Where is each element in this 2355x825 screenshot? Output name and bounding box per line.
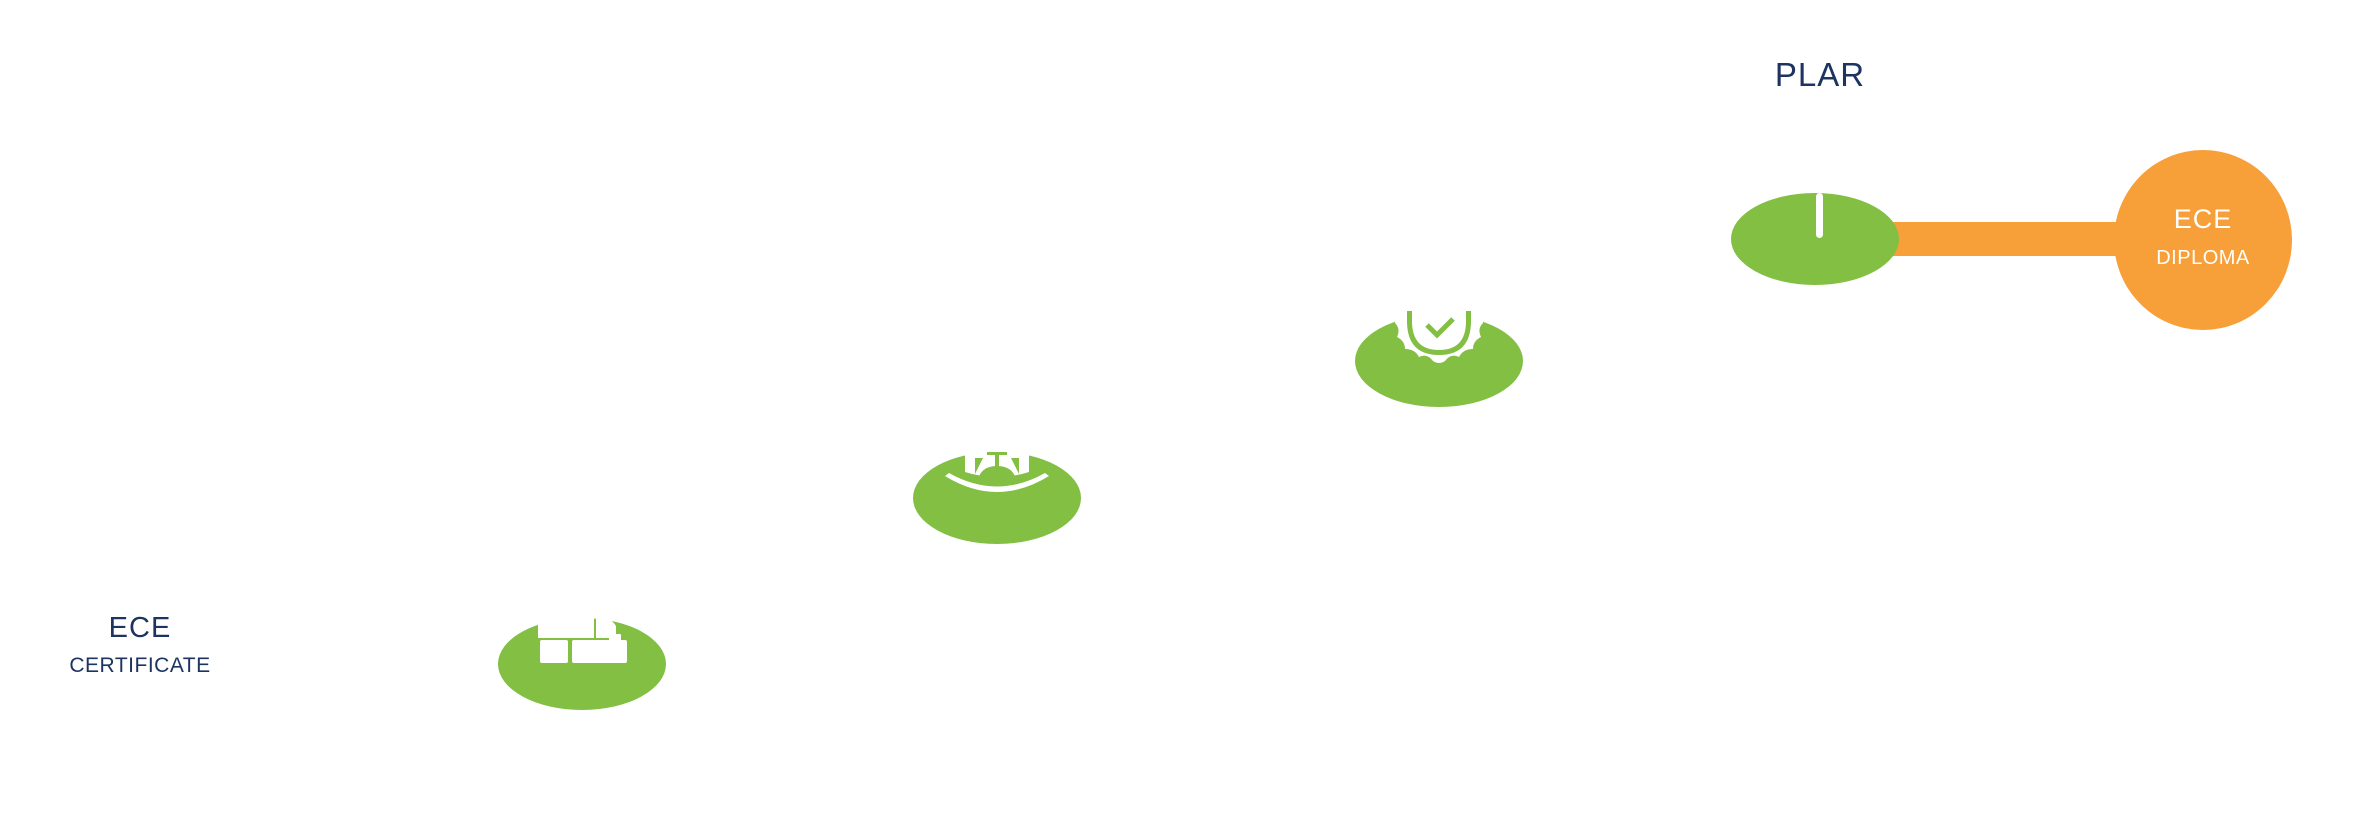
step-node-3-shape — [1355, 311, 1523, 407]
step-node-3 — [1355, 311, 1523, 407]
end-node-ece-diploma: ECE DIPLOMA — [2114, 150, 2292, 330]
bell-icon — [945, 448, 1049, 492]
start-title: ECE — [108, 612, 172, 644]
end-subtitle: DIPLOMA — [2156, 247, 2250, 269]
blocks-icon — [538, 614, 627, 663]
pin-icon — [1816, 193, 1823, 238]
step-node-4-shape — [1731, 193, 1899, 285]
step-ellipse — [1731, 193, 1899, 285]
badge-check-icon — [1395, 311, 1483, 363]
start-subtitle: CERTIFICATE — [69, 654, 211, 677]
end-title: ECE — [2173, 204, 2233, 234]
step-node-1 — [498, 614, 666, 710]
plar-label: PLAR — [1774, 56, 1866, 93]
step-node-2 — [913, 448, 1081, 544]
step-node-2-shape — [913, 448, 1081, 544]
step-node-4 — [1731, 193, 1899, 285]
step-node-1-shape — [498, 614, 666, 710]
plar-connector-bar — [1880, 222, 2140, 256]
step-ellipse — [913, 452, 1081, 544]
